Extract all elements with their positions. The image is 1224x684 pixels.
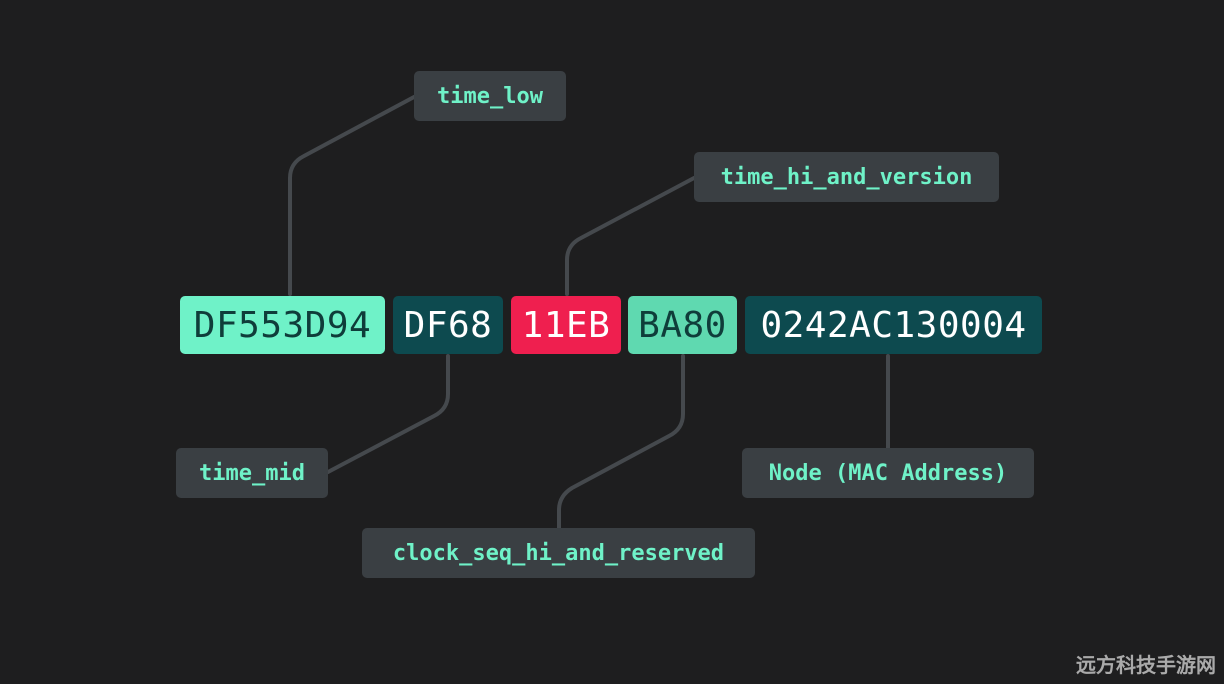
label-time-mid: time_mid [176,448,328,498]
watermark: 远方科技手游网 [1076,653,1216,677]
label-time-hi-and-version: time_hi_and_version [694,152,999,202]
connector-time-hi [565,176,696,296]
label-node-mac-address: Node (MAC Address) [742,448,1034,498]
segment-time-low: DF553D94 [180,296,385,354]
segment-time-hi-and-version: 11EB [511,296,621,354]
connector-time-mid [326,354,450,474]
connector-clock-seq [557,354,685,530]
label-time-low: time_low [414,71,566,121]
segment-clock-seq: BA80 [628,296,737,354]
label-clock-seq-hi-and-reserved: clock_seq_hi_and_reserved [362,528,755,578]
segment-node: 0242AC130004 [745,296,1042,354]
connector-time-low [288,95,416,296]
segment-time-mid: DF68 [393,296,503,354]
